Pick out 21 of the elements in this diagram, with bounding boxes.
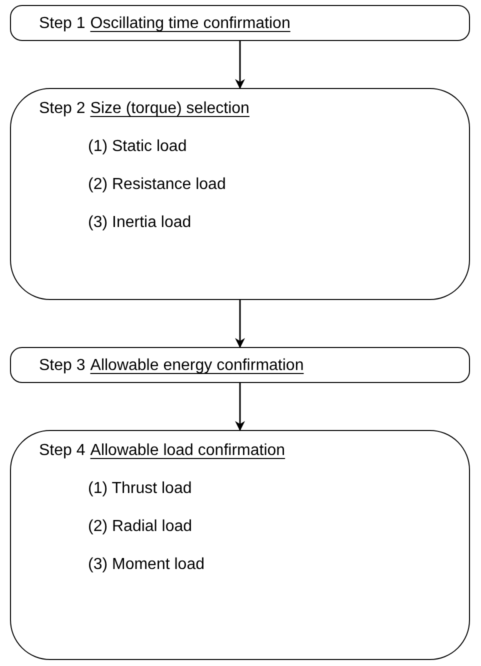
step-number: Step 1	[39, 14, 86, 34]
step-title: Size (torque) selection	[90, 99, 250, 119]
step-item: (1) Thrust load	[88, 479, 193, 499]
step-item: (3) Inertia load	[88, 213, 192, 233]
step-item: (1) Static load	[88, 137, 188, 157]
arrow	[235, 300, 245, 348]
step-number: Step 3	[39, 356, 86, 376]
step-item: (2) Radial load	[88, 517, 194, 537]
step-box	[10, 430, 470, 660]
step-title: Oscillating time confirmation	[90, 14, 290, 34]
step-number: Step 2	[39, 99, 86, 119]
step-item: (3) Moment load	[88, 555, 206, 575]
arrow	[235, 383, 245, 431]
step-title: Allowable energy confirmation	[90, 356, 304, 376]
step-item: (2) Resistance load	[88, 175, 227, 195]
step-title: Allowable load confirmation	[90, 441, 286, 461]
arrow	[235, 41, 245, 89]
step-box	[10, 88, 470, 300]
step-box	[10, 5, 470, 41]
step-number: Step 4	[39, 441, 86, 461]
step-box	[10, 347, 470, 383]
